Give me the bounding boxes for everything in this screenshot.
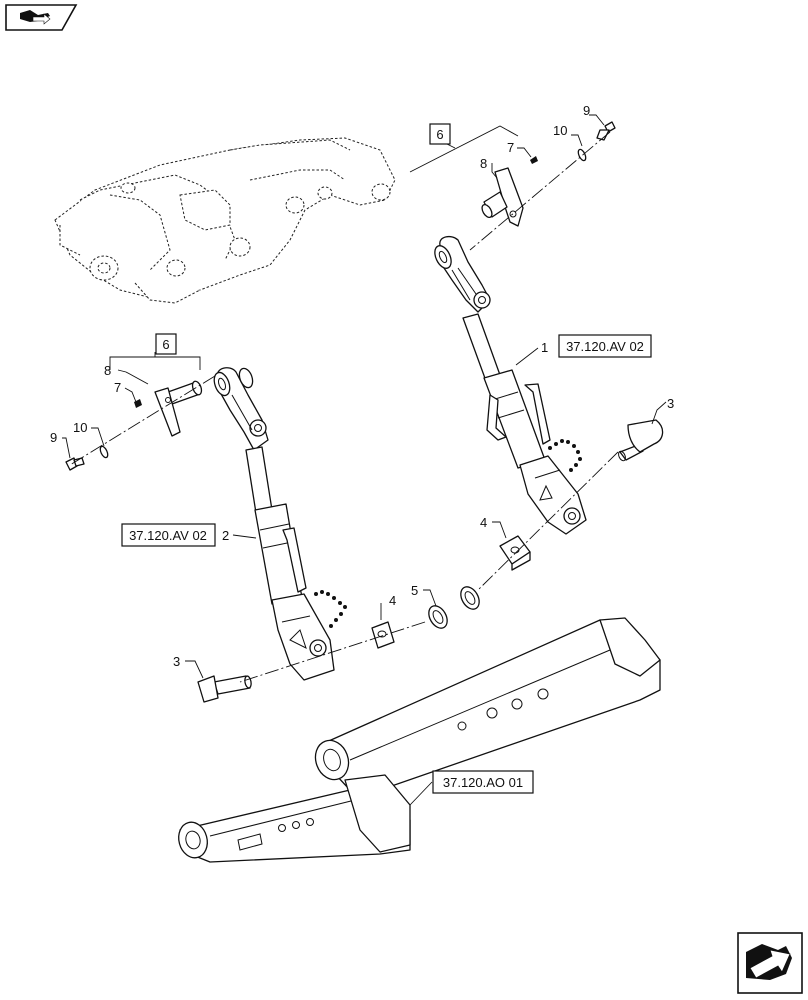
callout-1: 1 xyxy=(541,340,548,355)
clip-5[interactable] xyxy=(425,584,483,632)
callout-9-left: 9 xyxy=(50,430,57,445)
bushing-4-left[interactable] xyxy=(371,621,395,649)
retaining-chain-right xyxy=(548,439,582,472)
callout-leaders xyxy=(62,114,667,806)
ref-text-top-link-left: 37.120.AV 02 xyxy=(129,528,207,543)
bottom-right-nav-icon[interactable] xyxy=(737,932,803,994)
kit-box-left[interactable]: 6 xyxy=(155,333,177,355)
callout-3-right: 3 xyxy=(667,396,674,411)
callout-9-right: 9 xyxy=(583,103,590,118)
bolt-9-left[interactable] xyxy=(65,457,85,471)
lower-link-arm-rear xyxy=(314,617,661,791)
book-arrow-icon xyxy=(20,10,51,25)
ref-box-lower-links[interactable]: 37.120.AO 01 xyxy=(432,770,534,794)
kit-bracket-right xyxy=(409,125,519,173)
retaining-chain-left xyxy=(314,590,347,628)
top-link-right[interactable] xyxy=(432,235,587,535)
kit-number-right: 6 xyxy=(436,127,443,142)
callout-8-right: 8 xyxy=(480,156,487,171)
washer-10-right[interactable] xyxy=(577,148,588,162)
kit-box-right[interactable]: 6 xyxy=(429,123,451,145)
assembly-axes xyxy=(69,131,619,683)
top-left-nav-icon[interactable] xyxy=(5,4,78,31)
lift-housing-ghost xyxy=(54,137,396,304)
ref-text-lower-links: 37.120.AO 01 xyxy=(443,775,523,790)
pin-8-right[interactable] xyxy=(480,167,524,227)
bolt-9-right[interactable] xyxy=(596,121,616,141)
kit-number-left: 6 xyxy=(162,337,169,352)
pin-3-left[interactable] xyxy=(197,675,252,703)
callout-7-left: 7 xyxy=(114,380,121,395)
bushing-4-right[interactable] xyxy=(499,535,531,571)
callout-numbers: 9 10 7 8 1 3 4 5 4 3 2 8 7 10 9 xyxy=(50,103,674,669)
pin-8-left[interactable] xyxy=(154,380,203,437)
callout-8-left: 8 xyxy=(104,363,111,378)
callout-7-right: 7 xyxy=(507,140,514,155)
callout-4-right: 4 xyxy=(480,515,487,530)
callout-3-left: 3 xyxy=(173,654,180,669)
ref-text-top-link-right: 37.120.AV 02 xyxy=(566,339,644,354)
book-arrow-icon xyxy=(746,944,792,980)
callout-4-left: 4 xyxy=(389,593,396,608)
callout-10-right: 10 xyxy=(553,123,567,138)
ref-box-top-link-right[interactable]: 37.120.AV 02 xyxy=(558,334,652,358)
top-link-left[interactable] xyxy=(211,367,347,681)
washer-10-left[interactable] xyxy=(99,445,110,459)
lower-link-arm-front xyxy=(178,774,411,863)
callout-10-left: 10 xyxy=(73,420,87,435)
ref-box-top-link-left[interactable]: 37.120.AV 02 xyxy=(121,523,216,547)
callout-2: 2 xyxy=(222,528,229,543)
callout-5: 5 xyxy=(411,583,418,598)
kit-bracket-left xyxy=(109,352,201,370)
pin-3-right[interactable] xyxy=(617,419,664,462)
cotter-7-right[interactable] xyxy=(530,156,538,164)
